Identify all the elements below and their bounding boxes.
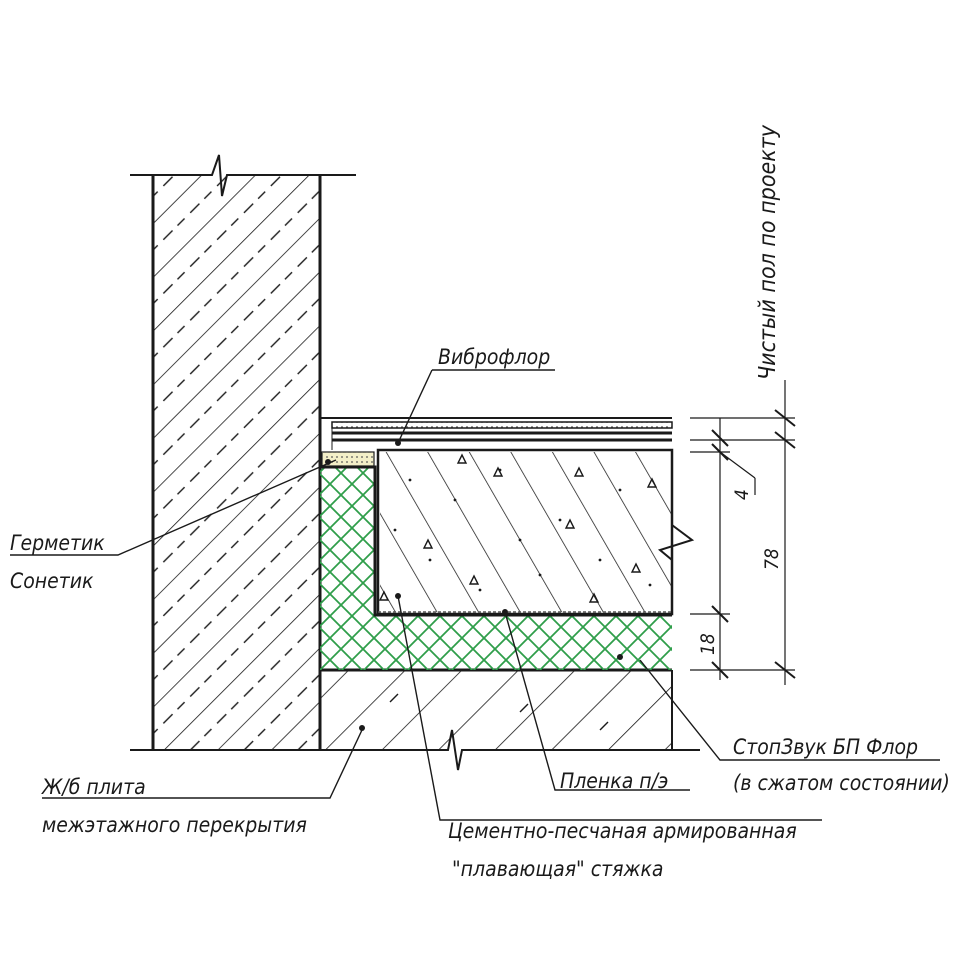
cement-screed xyxy=(376,448,695,616)
dim-screed: 78 xyxy=(761,548,783,570)
label-stopzvuk-1: СтопЗвук БП Флор xyxy=(733,735,918,759)
label-germetik: Герметик xyxy=(10,531,105,555)
label-slab-2: межэтажного перекрытия xyxy=(42,813,307,837)
leader-lines xyxy=(10,369,940,821)
brick-wall xyxy=(130,154,356,750)
label-slab-1: Ж/б плита xyxy=(41,775,146,799)
label-screed-1: Цементно-песчаная армированная xyxy=(448,819,797,843)
label-stopzvuk-2: (в сжатом состоянии) xyxy=(733,771,950,795)
label-finish-floor: Чистый пол по проекту xyxy=(755,124,781,380)
label-screed-2: "плавающая" стяжка xyxy=(452,857,664,881)
label-plenka: Пленка п/э xyxy=(560,769,668,793)
dimension-lines xyxy=(690,380,796,685)
label-vibroflor: Виброфлор xyxy=(438,345,550,369)
vibroflor-layer xyxy=(319,417,673,450)
dim-vibroflor: 4 xyxy=(731,489,753,500)
concrete-slab xyxy=(130,668,700,771)
dim-insulation: 18 xyxy=(697,633,719,655)
label-sonetik: Сонетик xyxy=(10,569,94,593)
